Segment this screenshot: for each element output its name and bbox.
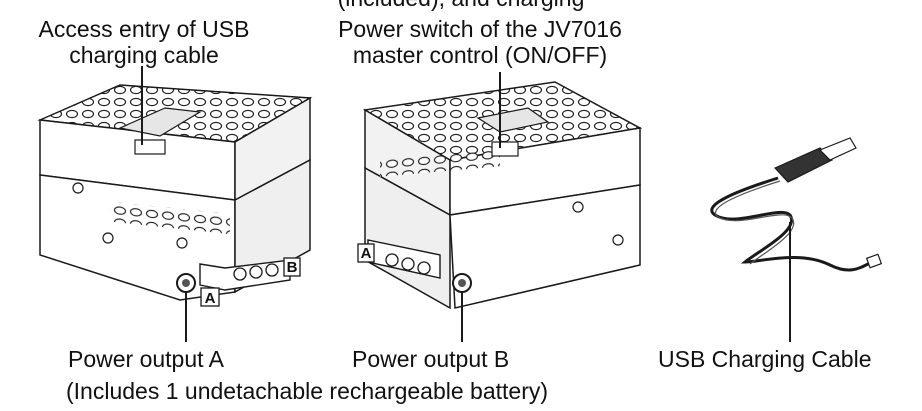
usb-cable-illustration — [710, 137, 883, 342]
usb-port-icon — [134, 139, 166, 155]
usb-entry-label-line2: charging cable — [69, 42, 219, 68]
port-a-tag — [200, 287, 220, 307]
port-b-letter: B — [287, 259, 298, 276]
battery-note: (Includes 1 undetachable rechargeable ba… — [66, 378, 549, 404]
power-output-b-port-center — [458, 279, 466, 287]
connector-socket — [417, 261, 431, 275]
master-controller-left — [37, 66, 313, 342]
connector-socket — [233, 267, 247, 281]
pin-hole — [612, 234, 624, 246]
power-output-a-port-center — [182, 279, 190, 287]
controller-lower-studs — [110, 201, 230, 235]
usb-cable-wire-highlight — [715, 180, 795, 265]
power-switch-recess — [476, 107, 550, 133]
usb-entry-label: Access entry of USB charging cable — [18, 16, 270, 68]
port-a-tag — [357, 243, 375, 263]
usb-cable-tip — [865, 253, 883, 269]
power-output-a-label: Power output A — [68, 346, 224, 372]
usb-cable-wire — [710, 176, 873, 272]
usb-entry-recess — [118, 107, 202, 137]
power-switch-icon — [491, 141, 519, 157]
connector-socket — [401, 257, 415, 271]
header-fragment: (included), and charging — [0, 0, 922, 12]
pin-hole — [72, 182, 84, 194]
master-controller-right — [357, 72, 643, 342]
connector-socket — [249, 265, 263, 279]
power-output-b-label: Power output B — [352, 346, 510, 372]
port-b-tag — [283, 257, 301, 277]
connector-socket — [385, 253, 399, 267]
power-switch-label-line1: Power switch of the JV7016 — [338, 16, 622, 42]
usb-entry-label-line1: Access entry of USB — [38, 16, 250, 42]
pin-hole — [176, 237, 188, 249]
power-switch-label: Power switch of the JV7016 master contro… — [330, 16, 630, 68]
usb-plug-body — [773, 147, 834, 183]
usb-cable-label: USB Charging Cable — [658, 346, 872, 372]
port-a-letter-right: A — [361, 245, 372, 262]
controller-lower-front — [449, 184, 641, 309]
connector-socket — [265, 263, 279, 277]
usb-plug-connector — [818, 137, 857, 161]
pin-hole — [102, 232, 114, 244]
port-a-letter: A — [205, 290, 216, 307]
power-switch-label-line2: master control (ON/OFF) — [352, 42, 608, 68]
controller-lower-studs — [380, 148, 500, 177]
pin-hole — [572, 201, 584, 213]
